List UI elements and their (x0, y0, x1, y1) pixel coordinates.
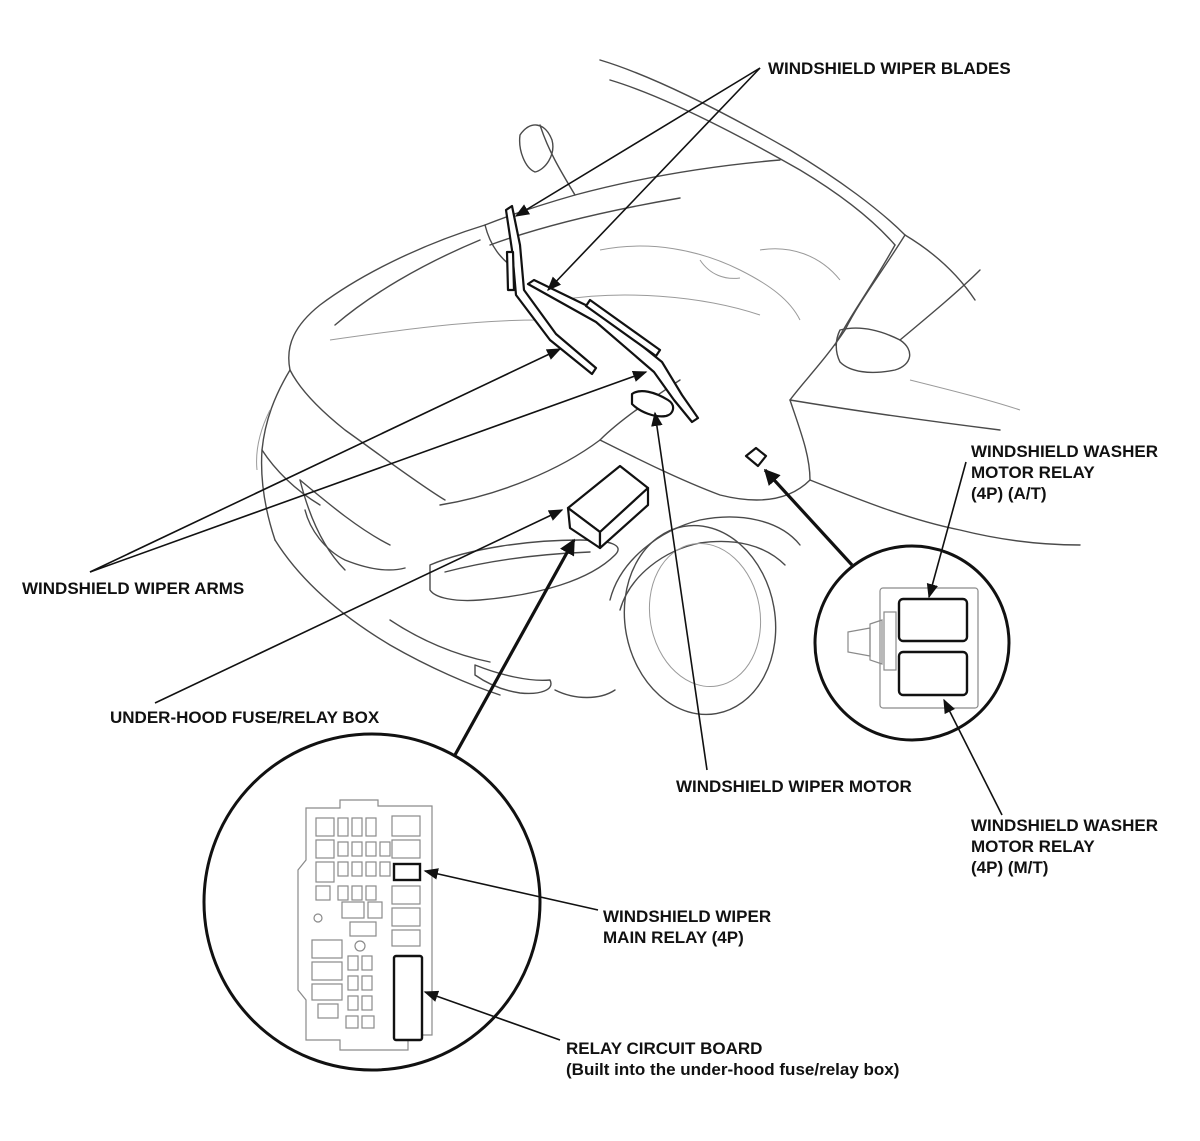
car-outline (256, 59, 1081, 716)
leader-lines (89, 67, 854, 783)
fuse-box-detail-circle (202, 732, 599, 1072)
label-washer-relay-at: WINDSHIELD WASHER MOTOR RELAY (4P) (A/T) (971, 441, 1158, 504)
label-wiper-motor: WINDSHIELD WIPER MOTOR (676, 777, 912, 796)
wiper-arm-right (526, 278, 700, 424)
washer-relay-at-slot (897, 597, 969, 643)
wiper-main-relay-slot (392, 862, 422, 882)
label-washer-relay-at-line-1: WINDSHIELD WASHER (971, 442, 1158, 461)
label-fuse-relay-box: UNDER-HOOD FUSE/RELAY BOX (110, 708, 380, 727)
wiper-arm-left (504, 204, 598, 376)
relay-circuit-board-slot (392, 954, 424, 1042)
label-main-relay-line-1: WINDSHIELD WIPER (603, 907, 772, 926)
label-washer-relay-mt-line-2: MOTOR RELAY (971, 837, 1095, 856)
label-wiper-blades: WINDSHIELD WIPER BLADES (768, 59, 1011, 78)
label-relay-board-line-1: RELAY CIRCUIT BOARD (566, 1039, 763, 1058)
washer-relay-part (744, 446, 768, 468)
label-washer-relay-mt-line-3: (4P) (M/T) (971, 858, 1049, 877)
label-relay-board-line-2: (Built into the under-hood fuse/relay bo… (566, 1060, 900, 1079)
label-washer-relay-mt: WINDSHIELD WASHER MOTOR RELAY (4P) (M/T) (971, 815, 1158, 878)
wiper-motor-part (630, 390, 675, 418)
label-washer-relay-at-line-2: MOTOR RELAY (971, 463, 1095, 482)
washer-relay-mt-slot (897, 650, 969, 697)
label-main-relay: WINDSHIELD WIPER MAIN RELAY (4P) (603, 906, 771, 948)
label-wiper-arms: WINDSHIELD WIPER ARMS (22, 579, 245, 598)
label-washer-relay-at-line-3: (4P) (A/T) (971, 484, 1047, 503)
washer-relay-detail-circle (813, 461, 1011, 816)
fuse-relay-box-part (566, 464, 650, 550)
label-washer-relay-mt-line-1: WINDSHIELD WASHER (971, 816, 1158, 835)
label-main-relay-line-2: MAIN RELAY (4P) (603, 928, 744, 947)
label-relay-board: RELAY CIRCUIT BOARD (Built into the unde… (566, 1038, 899, 1080)
